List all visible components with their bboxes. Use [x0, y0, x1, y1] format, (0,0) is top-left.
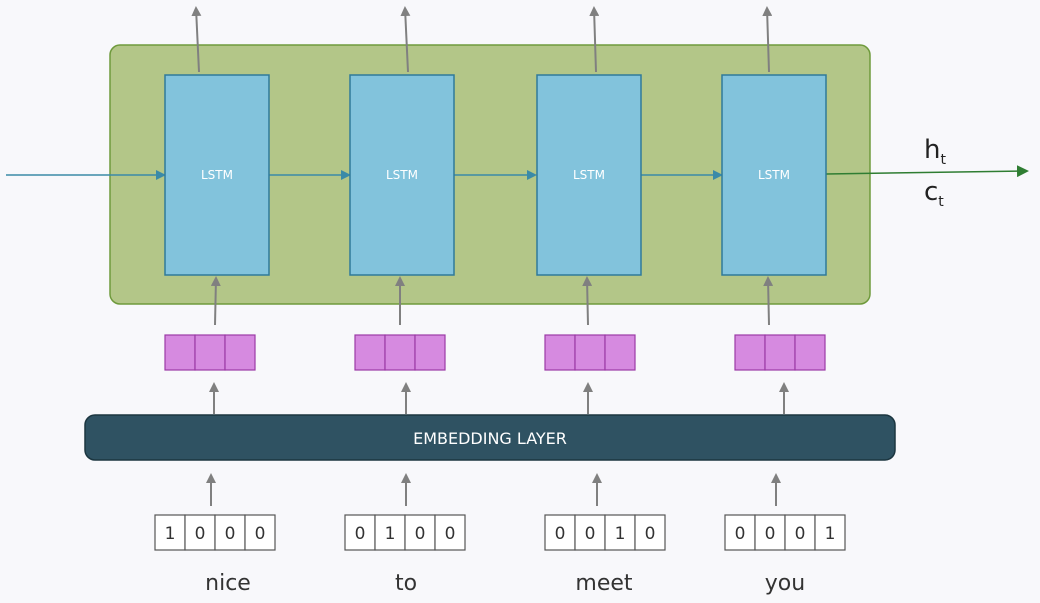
output-arrow-1 [191, 6, 202, 73]
lstm-cell-1: LSTM [164, 74, 270, 276]
lstm-cell-3: LSTM [536, 74, 642, 276]
onehot-vector-4: 0 0 0 1 [724, 514, 846, 551]
onehot-digit: 0 [795, 524, 806, 544]
output-arrow-2 [400, 6, 411, 73]
embedding-vector-3 [544, 334, 636, 371]
lstm-cell-label: LSTM [758, 168, 790, 182]
lstm-cell-label: LSTM [573, 168, 605, 182]
onehot-digit: 0 [255, 524, 266, 544]
embedding-layer-label: EMBEDDING LAYER [413, 429, 567, 448]
cell-state-symbol: c [924, 177, 938, 207]
onehot-digit: 1 [165, 524, 176, 544]
onehot-digit: 0 [555, 524, 566, 544]
vector-to-lstm-arrows [210, 276, 774, 326]
onehot-vector-1: 1 0 0 0 [154, 514, 276, 551]
embedding-vector-2 [354, 334, 446, 371]
word-label-1: nice [205, 571, 251, 596]
onehot-digit: 0 [355, 524, 366, 544]
onehot-digit: 0 [735, 524, 746, 544]
output-arrow-4 [762, 6, 773, 73]
embedding-layer: EMBEDDING LAYER [84, 414, 896, 461]
onehot-vector-3: 0 0 1 0 [544, 514, 666, 551]
onehot-digit: 0 [445, 524, 456, 544]
vector-to-lstm-arrow-3 [582, 276, 593, 326]
hidden-state-symbol: h [924, 135, 940, 165]
embedding-vector-4 [734, 334, 826, 371]
onehot-digit: 0 [585, 524, 596, 544]
lstm-cell-2: LSTM [349, 74, 455, 276]
onehot-digit: 0 [415, 524, 426, 544]
lstm-cell-label: LSTM [201, 168, 233, 182]
embedding-to-vector-arrows [209, 382, 789, 414]
lstm-cell-label: LSTM [386, 168, 418, 182]
onehot-digit: 1 [825, 524, 836, 544]
word-label-4: you [765, 571, 805, 596]
onehot-digit: 0 [195, 524, 206, 544]
cell-state-label: ct [924, 177, 944, 210]
onehot-digit: 0 [645, 524, 656, 544]
hidden-state-subscript: t [940, 152, 946, 168]
final-state-arrow [825, 165, 1029, 178]
embedding-vector-1 [164, 334, 256, 371]
word-label-3: meet [575, 571, 633, 596]
output-arrow-3 [589, 6, 600, 73]
lstm-cell-4: LSTM [721, 74, 827, 276]
onehot-to-embedding-arrows [206, 473, 781, 506]
hidden-state-label: ht [924, 135, 946, 168]
vector-to-lstm-arrow-4 [763, 276, 774, 326]
onehot-digit: 0 [225, 524, 236, 544]
vector-to-lstm-arrow-1 [210, 276, 221, 326]
onehot-digit: 1 [615, 524, 626, 544]
top-output-arrows [191, 6, 773, 73]
word-label-2: to [395, 571, 417, 596]
onehot-vector-2: 0 1 0 0 [344, 514, 466, 551]
cell-state-subscript: t [938, 194, 944, 210]
onehot-digit: 1 [385, 524, 396, 544]
onehot-digit: 0 [765, 524, 776, 544]
